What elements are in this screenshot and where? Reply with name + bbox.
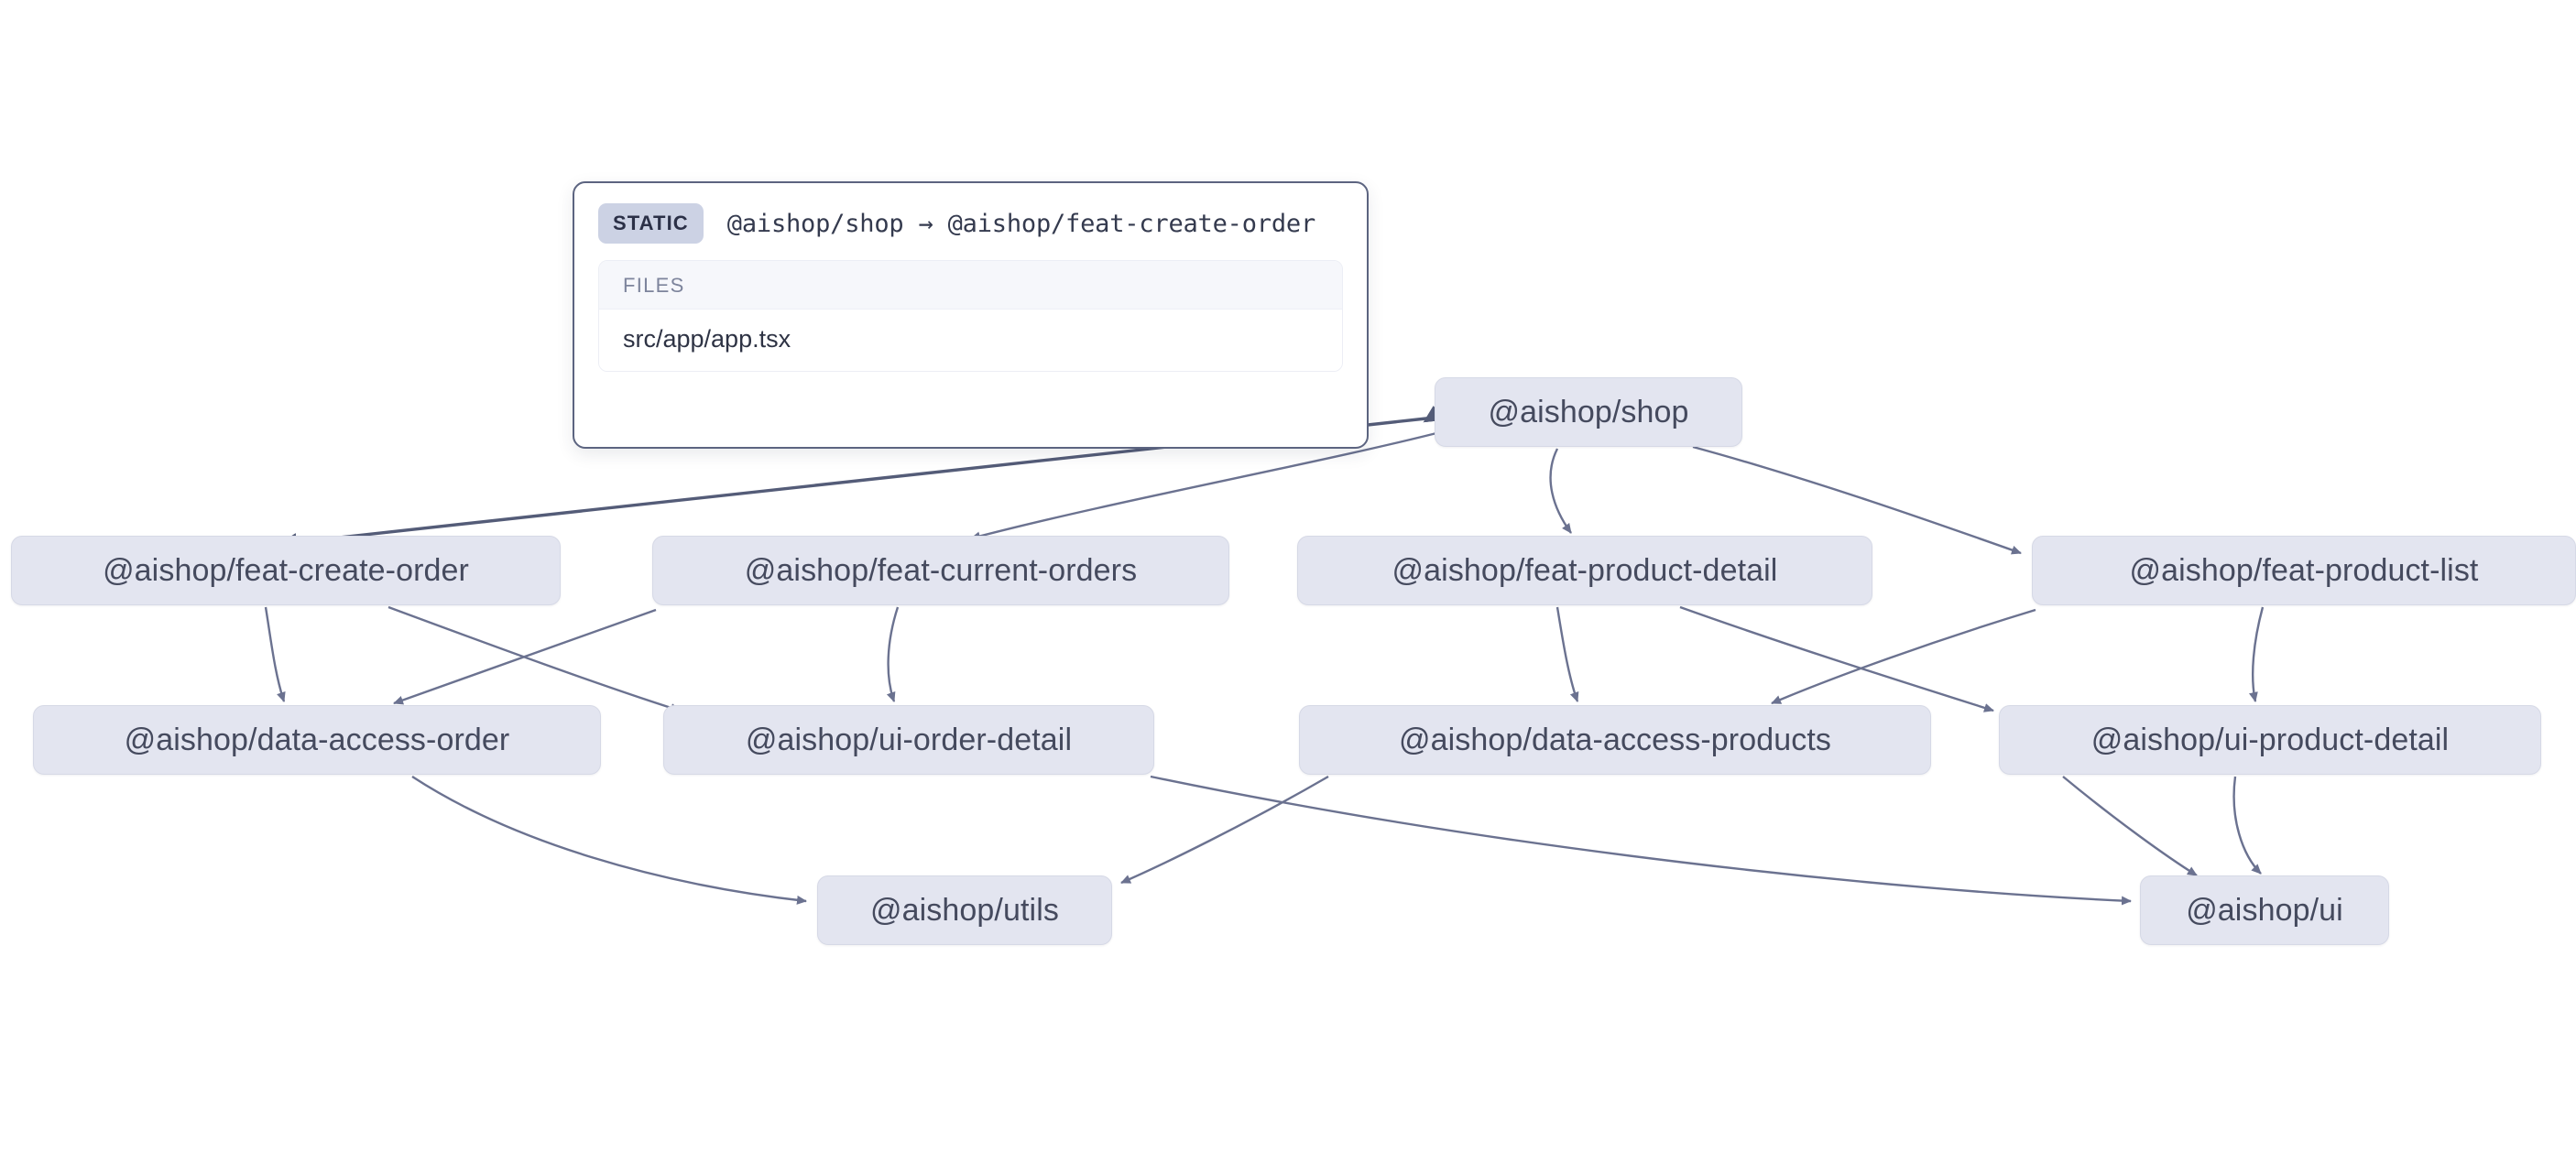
- files-panel-header: FILES: [599, 261, 1342, 310]
- node-label: @aishop/ui: [2186, 893, 2343, 928]
- edge-detail-title: @aishop/shop → @aishop/feat-create-order: [726, 209, 1315, 238]
- node-aishop-feat-product-list[interactable]: @aishop/feat-product-list: [2032, 536, 2576, 605]
- edge-feat-product-list-to-data-access-products: [1771, 608, 2036, 705]
- node-aishop-ui[interactable]: @aishop/ui: [2140, 875, 2389, 945]
- node-label: @aishop/feat-create-order: [103, 553, 469, 588]
- node-aishop-utils[interactable]: @aishop/utils: [817, 875, 1112, 945]
- edge-detail-header: STATIC @aishop/shop → @aishop/feat-creat…: [574, 183, 1367, 260]
- edge-feat-current-orders-to-ui-order-detail: [886, 606, 900, 702]
- node-label: @aishop/data-access-products: [1399, 723, 1831, 757]
- static-badge: STATIC: [598, 203, 704, 244]
- edge-feat-current-orders-to-data-access-order: [393, 608, 657, 705]
- edge-ui-order-detail-to-ui: [1150, 775, 2132, 906]
- node-aishop-ui-product-detail[interactable]: @aishop/ui-product-detail: [1999, 705, 2541, 775]
- edge-ui-product-detail-to-ui-left: [2062, 776, 2198, 877]
- edge-feat-create-order-to-ui-order-detail: [387, 605, 681, 712]
- edge-data-access-order-to-utils: [411, 775, 807, 905]
- node-label: @aishop/feat-product-detail: [1392, 553, 1778, 588]
- file-list-item[interactable]: src/app/app.tsx: [599, 310, 1342, 371]
- edge-feat-create-order-to-data-access-order: [264, 606, 286, 702]
- files-panel: FILES src/app/app.tsx: [598, 260, 1343, 372]
- edge-shop-to-feat-product-detail: [1549, 448, 1572, 534]
- node-aishop-data-access-order[interactable]: @aishop/data-access-order: [33, 705, 601, 775]
- node-label: @aishop/data-access-order: [124, 723, 510, 757]
- node-label: @aishop/shop: [1488, 395, 1689, 429]
- node-label: @aishop/feat-current-orders: [744, 553, 1138, 588]
- node-aishop-data-access-products[interactable]: @aishop/data-access-products: [1299, 705, 1931, 775]
- edge-detail-card[interactable]: STATIC @aishop/shop → @aishop/feat-creat…: [573, 181, 1369, 449]
- edge-feat-product-detail-to-data-access-products: [1555, 606, 1579, 702]
- edge-feat-product-list-to-ui-product-detail: [2249, 606, 2265, 702]
- node-label: @aishop/feat-product-list: [2129, 553, 2479, 588]
- node-label: @aishop/utils: [870, 893, 1059, 928]
- node-label: @aishop/ui-product-detail: [2090, 723, 2450, 757]
- node-aishop-shop[interactable]: @aishop/shop: [1435, 377, 1742, 447]
- edge-feat-product-detail-to-ui-product-detail: [1679, 605, 1994, 712]
- node-aishop-feat-product-detail[interactable]: @aishop/feat-product-detail: [1297, 536, 1872, 605]
- edge-data-access-products-to-utils: [1120, 775, 1329, 885]
- node-aishop-feat-create-order[interactable]: @aishop/feat-create-order: [11, 536, 561, 605]
- node-label: @aishop/ui-order-detail: [745, 723, 1073, 757]
- edge-ui-product-detail-to-ui-right: [2232, 776, 2262, 875]
- node-aishop-feat-current-orders[interactable]: @aishop/feat-current-orders: [652, 536, 1229, 605]
- node-aishop-ui-order-detail[interactable]: @aishop/ui-order-detail: [663, 705, 1154, 775]
